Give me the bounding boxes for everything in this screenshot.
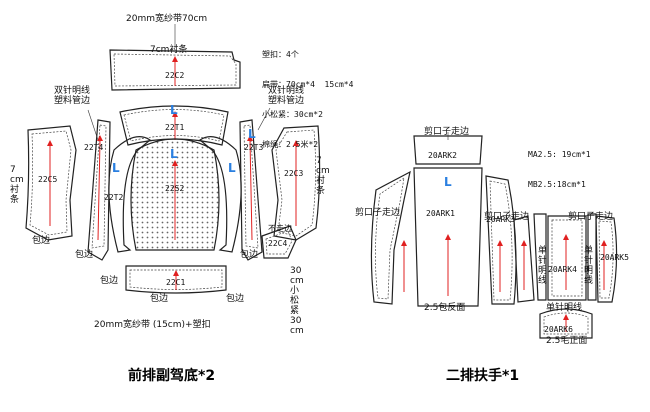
l-mark-left: L [112,161,120,175]
note-fold-back: 2.5包反面 [424,303,466,313]
piece-20ark3: 20ARK3 [485,175,517,305]
spec-item: MB2.5:18cm*1 [528,180,586,189]
piece-20ark6: 20ARK6 [539,308,593,339]
note-notch-top: 剪口子走边 [424,127,470,137]
note-binding-2: 包边 [75,250,94,260]
spec-list-right: MA2.5: 19cm*1 MB2.5:18cm*1 [528,130,591,200]
note-notch-right: 剪口子走边 [568,212,614,222]
note-bottom-ribbon: 20mm宽纱带 (15cm)+塑扣 [94,320,211,330]
note-notch-left: 剪口子走边 [355,208,401,218]
piece-22c4: 22C4 [261,225,297,259]
note-notch-mid: 剪口子走边 [484,212,530,222]
label-20ark3: 20ARK3 [486,215,515,224]
note-binding-1: 包边 [32,236,51,246]
note-binding-5: 包边 [150,294,169,304]
label-20ark1: 20ARK1 [426,209,455,218]
piece-22t3: 22T3 [239,119,263,261]
piece-20ark2: 20ARK2 [413,135,483,165]
label-22c4: 22C4 [268,239,287,248]
spec-list: 塑扣：4个 扁带：70cm*4 15cm*4 小松紧：30cm*2 棉绳：2.5… [262,30,353,160]
note-elastic: 30 cm 小 松 紧 30 cm [290,266,304,336]
piece-20ark1: 20ARK1 [413,167,483,307]
note-top-strip: 7cm衬条 [150,45,188,55]
spec-item: MA2.5: 19cm*1 [528,150,591,159]
label-20ark2: 20ARK2 [428,151,457,160]
note-single-stitch-right: 单 针 明 线 [584,246,594,286]
note-no-edge: 不走边 [268,224,292,233]
note-binding-4: 包边 [100,276,119,286]
title-front-passenger: 前排副驾底*2 [128,368,216,384]
label-20ark5: 20ARK5 [600,253,629,262]
label-22t2: 22T2 [104,193,123,202]
note-strip-right: 7 cm 衬 条 [316,156,330,196]
piece-22c5: 22C5 [25,125,77,241]
piece-22t2: 22T2 [104,136,152,253]
l-mark-top: L [170,103,178,117]
label-22t1: 22T1 [165,123,184,132]
note-single-stitch-left: 单 针 明 线 [538,246,548,286]
note-binding-6: 包边 [226,294,245,304]
piece-22c1: 22C1 [125,265,227,294]
piece-left-wing [370,170,411,305]
piece-22t4: 22T4 [84,119,111,261]
label-20ark4: 20ARK4 [548,265,577,274]
title-second-row-armrest: 二排扶手*1 [446,368,520,384]
piece-20ark4: 20ARK4 [547,215,587,301]
piece-ark-left-strip2 [533,213,547,301]
piece-22t2-mirror [198,136,242,253]
piece-ark-right-strip [587,213,597,301]
piece-20ark5: 20ARK5 [595,215,629,303]
piece-22c2: 22C2 [109,49,241,91]
l-mark-center: L [170,147,178,161]
spec-item: 塑扣：4个 [262,50,299,59]
note-double-stitch-left: 双针明线 塑料管边 [54,86,91,106]
label-22c3: 22C3 [284,169,303,178]
piece-ark-left-strip [513,215,535,303]
l-mark-right: L [228,161,236,175]
label-20ark6: 20ARK6 [544,325,573,334]
piece-22s2: 22S2 [130,138,220,251]
note-top-ribbon: 20mm宽纱带70cm [126,14,208,24]
spec-item: 扁带：70cm*4 15cm*4 [262,80,354,89]
l-mark-right2: L [248,127,256,141]
label-22c5: 22C5 [38,175,57,184]
label-22t4: 22T4 [84,143,103,152]
piece-22c3: 22C3 [271,125,321,241]
label-22c2: 22C2 [165,71,184,80]
spec-item: 棉绳：2.5米*2 [262,140,319,149]
note-fold-front: 2.5毛正面 [546,336,588,346]
label-22t3: 22T3 [244,143,263,152]
label-22s2: 22S2 [165,184,184,193]
note-binding-3: 包边 [240,250,259,260]
spec-item: 小松紧：30cm*2 [262,110,323,119]
note-double-stitch-right: 双针明线 塑料管边 [268,86,305,106]
piece-22t1: 22T1 [119,105,229,146]
note-strip-left: 7 cm 衬 条 [10,165,24,205]
l-mark-ark1: L [444,175,452,189]
label-22c1: 22C1 [166,278,185,287]
note-single-stitch-bottom: 单针明线 [546,303,583,313]
